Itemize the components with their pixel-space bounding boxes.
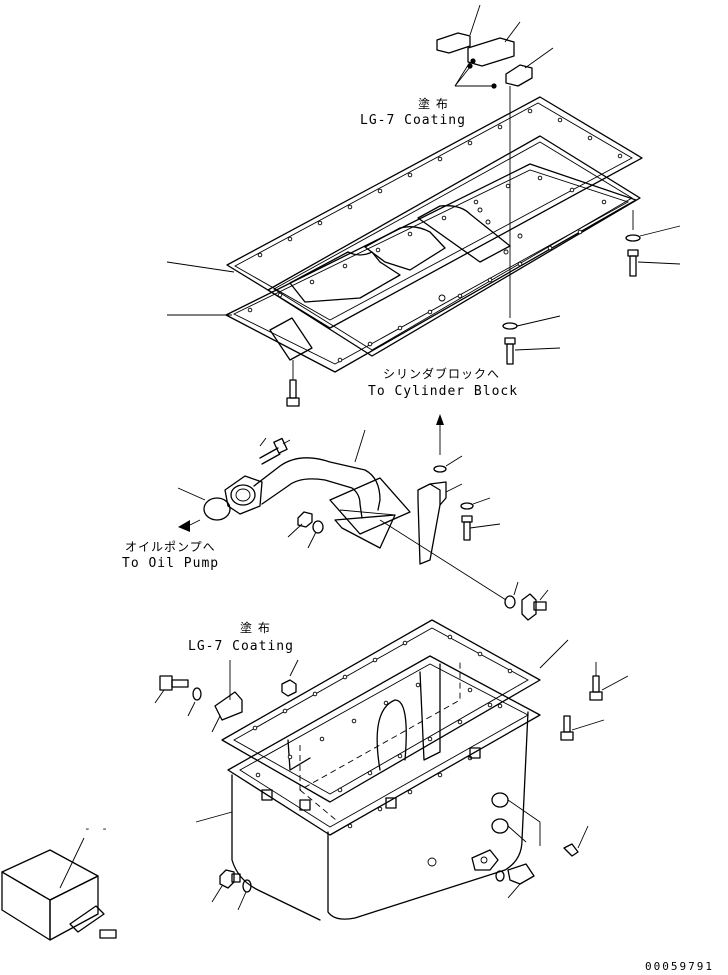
- coating-label-top-jp: 塗 布: [418, 96, 449, 111]
- pipe-bolt: [259, 437, 291, 465]
- pipe-nut-washer: [287, 511, 324, 549]
- suction-pipe: [224, 457, 411, 549]
- service-tool: - -: [1, 822, 117, 941]
- lower-gasket: [225, 163, 637, 373]
- pan-fittings: [471, 792, 589, 899]
- oil-pump-label-en: To Oil Pump: [122, 556, 219, 571]
- coating-label-mid-en: LG-7 Coating: [188, 639, 294, 654]
- top-cap-brackets: [436, 4, 554, 89]
- oil-pump-label-jp: オイルポンプへ: [125, 540, 216, 554]
- oil-pan: [227, 655, 541, 921]
- o-ring: [203, 497, 231, 521]
- washer-bolt-right: [625, 210, 681, 277]
- gasket-plug: [281, 659, 299, 697]
- coating-label-mid-jp: 塗 布: [240, 620, 271, 635]
- washer-bolt-center: [502, 315, 561, 365]
- coating-label-top-en: LG-7 Coating: [360, 113, 466, 128]
- upper-gasket: [226, 96, 643, 329]
- cover-plate: [267, 135, 641, 357]
- drawing-code: 00059791: [645, 960, 714, 973]
- pan-right-bolts: [560, 662, 629, 741]
- cylinder-label-en: To Cylinder Block: [368, 384, 518, 399]
- cylinder-label-jp: シリンダブロックへ: [383, 366, 500, 381]
- svg-text:- -: - -: [84, 822, 110, 835]
- support-bracket: [417, 481, 463, 565]
- bolt-left-upper: [286, 360, 300, 407]
- drain-plug: [211, 869, 252, 911]
- coating-bracket: [214, 660, 243, 721]
- left-bolt-washer: [154, 675, 221, 733]
- pan-gasket: [221, 619, 541, 803]
- side-bolt: [504, 581, 549, 621]
